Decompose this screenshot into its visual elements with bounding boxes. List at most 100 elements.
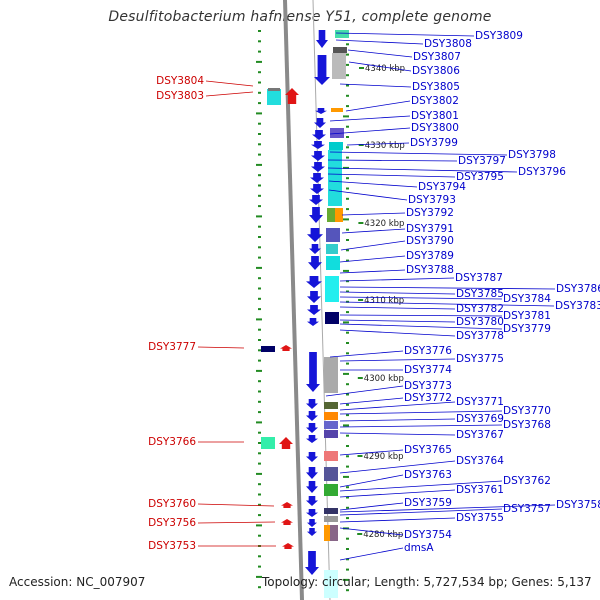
domain-box (268, 88, 280, 91)
left-tick (258, 431, 261, 434)
scale-tick (357, 533, 363, 535)
domain-box (326, 256, 340, 270)
right-tick (346, 434, 349, 437)
right-tick (343, 269, 349, 272)
forward-gene-label: DSY3795 (456, 171, 504, 183)
forward-callout-line (339, 83, 412, 88)
scale-label: 4310 kbp (364, 296, 404, 306)
forward-gene-label: DSY3778 (456, 330, 504, 342)
right-tick (343, 166, 349, 169)
forward-callout-line (339, 329, 456, 337)
right-tick (346, 146, 349, 149)
left-tick (258, 534, 261, 537)
forward-callout-line (339, 418, 456, 422)
left-tick (256, 421, 262, 424)
forward-callout-line (328, 180, 418, 188)
reverse-gene-arrow (279, 437, 293, 449)
domain-box (324, 467, 338, 481)
forward-gene-arrow (306, 399, 318, 409)
forward-gene-label: DSY3773 (404, 380, 452, 392)
left-tick (258, 174, 261, 177)
forward-gene-label: DSY3762 (503, 475, 551, 487)
left-tick (256, 60, 262, 63)
forward-gene-label: DSY3798 (508, 149, 556, 161)
forward-gene-arrow (312, 130, 326, 140)
forward-callout-line (339, 255, 406, 263)
right-tick (346, 74, 349, 77)
forward-callout-line (339, 474, 404, 488)
left-tick (258, 102, 261, 105)
left-tick (258, 143, 261, 146)
scale-tick (357, 377, 363, 379)
forward-gene-label: DSY3799 (410, 137, 458, 149)
domain-box (326, 244, 338, 254)
left-tick (258, 256, 261, 259)
right-tick (346, 465, 349, 468)
forward-gene-arrow (306, 276, 322, 288)
right-tick (346, 84, 349, 87)
forward-gene-label: DSY3808 (424, 38, 472, 50)
forward-gene-label: DSY3765 (404, 444, 452, 456)
forward-gene-label: DSY3755 (456, 512, 504, 524)
forward-callout-line (339, 277, 455, 282)
left-tick (258, 411, 261, 414)
domain-box (325, 312, 339, 324)
domain-box (329, 142, 343, 150)
right-tick (346, 517, 349, 520)
forward-callout-line (325, 385, 404, 397)
forward-gene-arrow (311, 141, 325, 149)
scale-tick (358, 222, 364, 224)
right-tick (346, 125, 349, 128)
domain-box (330, 128, 344, 138)
domain-box (324, 516, 338, 522)
domain-box (328, 150, 342, 206)
left-tick (258, 50, 261, 53)
forward-callout-line (339, 508, 503, 516)
left-tick (256, 163, 262, 166)
left-tick (258, 390, 261, 393)
left-tick (256, 318, 262, 321)
domain-box (332, 53, 346, 79)
forward-callout-line (339, 319, 456, 323)
forward-gene-label: DSY3805 (412, 81, 460, 93)
right-tick (343, 115, 349, 118)
scale-tick (358, 144, 364, 146)
forward-callout-line (339, 286, 556, 290)
domain-box (324, 451, 338, 461)
right-tick (343, 475, 349, 478)
reverse-callout-line (197, 503, 275, 507)
right-tick (346, 136, 349, 138)
left-tick (258, 205, 261, 208)
right-tick (346, 208, 349, 211)
left-tick (258, 133, 261, 135)
forward-gene-arrow (309, 244, 321, 254)
scale-tick (358, 299, 364, 301)
right-tick (346, 290, 349, 293)
forward-gene-arrow (309, 207, 323, 223)
domain-box (324, 357, 338, 393)
right-tick (346, 496, 349, 499)
right-tick (346, 445, 349, 447)
forward-gene-arrow (307, 305, 321, 315)
reverse-gene-label: DSY3760 (148, 498, 196, 510)
left-tick (258, 277, 261, 280)
scale-label: 4320 kbp (364, 219, 404, 229)
left-tick (258, 153, 261, 156)
forward-gene-arrow (306, 423, 318, 433)
left-tick (258, 81, 261, 84)
forward-gene-arrow (306, 411, 318, 421)
domain-box (324, 570, 338, 598)
left-tick (258, 555, 261, 558)
scale-tick (357, 455, 363, 457)
forward-gene-arrow (311, 162, 325, 172)
right-tick (346, 393, 349, 396)
right-tick (346, 568, 349, 571)
forward-callout-line (339, 489, 456, 498)
right-tick (346, 403, 349, 406)
forward-gene-label: DSY3800 (411, 122, 459, 134)
left-tick (258, 246, 261, 249)
scale-label: 4300 kbp (364, 374, 404, 384)
left-tick (258, 514, 261, 517)
left-tick (256, 575, 262, 578)
right-tick (346, 239, 349, 241)
